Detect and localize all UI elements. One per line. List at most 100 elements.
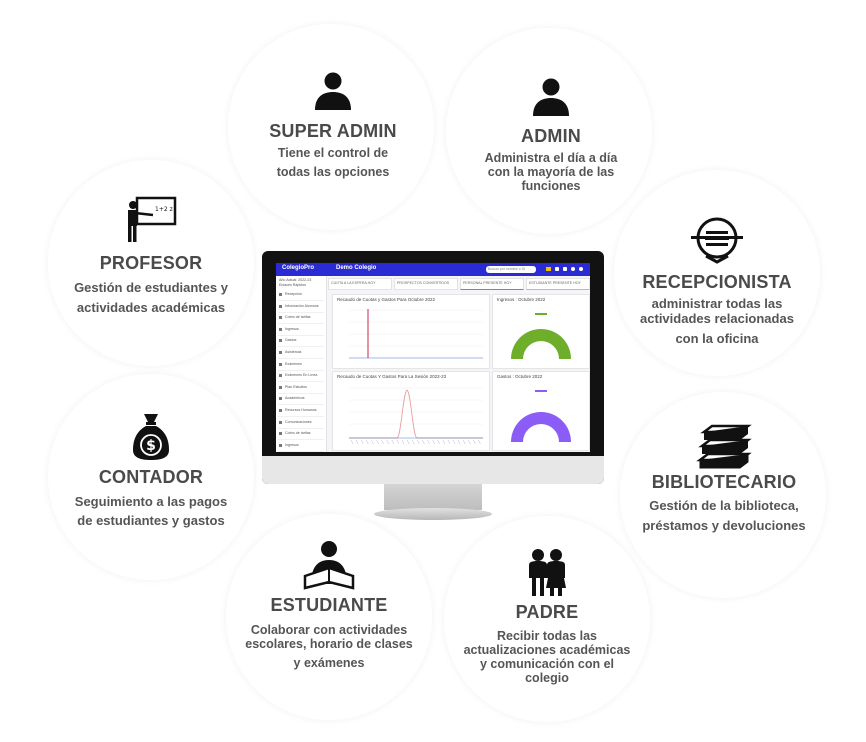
panel-title: Recaudo de Cuotas Y Gastos Para La Sesió… — [337, 374, 447, 379]
stat-label: PERSONAL PRESENTE HOY — [463, 281, 512, 285]
sidebar-item-label: Ingresos — [285, 326, 299, 331]
role-desc-line: escolares, horario de clases — [245, 637, 413, 651]
axis-tick — [366, 439, 369, 445]
message-icon[interactable] — [563, 267, 567, 271]
axis-tick — [437, 439, 440, 445]
circle-recepcionista — [614, 170, 820, 376]
sidebar-item[interactable]: Cobro de tarifas — [278, 314, 324, 325]
sidebar-item-label: Exámenes — [285, 361, 302, 366]
sidebar-item-label: Asistencia — [285, 350, 302, 354]
role-desc-line: Recibir todas las — [496, 629, 598, 643]
role-desc-line: Gestión de estudiantes y — [74, 280, 228, 295]
sidebar-item-icon — [279, 432, 282, 436]
sidebar-item[interactable]: Recepción — [278, 291, 324, 301]
student-reading-icon — [303, 541, 355, 590]
sidebar-item-icon — [279, 327, 282, 331]
sidebar-item[interactable]: Gastos — [278, 337, 324, 348]
stat-card: CUOTA A LA ESPERA HOY — [328, 278, 392, 290]
role-profesor: 1+2 z PROFESOR Gestión de estudiantes y … — [56, 196, 246, 318]
role-desc-line: Administra el día a día — [484, 151, 618, 165]
session-chart — [349, 387, 483, 445]
sidebar-item[interactable]: Recursos Humanos — [278, 407, 324, 417]
sidebar-item-icon — [279, 409, 282, 412]
settings-icon[interactable] — [571, 267, 575, 271]
quick-links[interactable]: Enlaces Rápidos — [279, 283, 306, 287]
sidebar-item-label: Exámenes En Línea — [285, 373, 318, 378]
axis-tick — [406, 439, 410, 445]
axis-tick — [371, 439, 374, 445]
axis-tick — [391, 439, 395, 445]
power-icon[interactable] — [579, 267, 583, 271]
stat-card: PERSONAL PRESENTE HOY — [460, 278, 524, 290]
circle-profesor — [48, 160, 254, 366]
sidebar-item[interactable]: Comunicaciones — [278, 419, 324, 429]
monthly-chart — [349, 309, 483, 359]
expense-gauge-panel: Gastos : Octubre 2022 — [492, 371, 590, 451]
axis-tick — [468, 439, 471, 445]
stat-label: ESTUDIANTE PRESENTE HOY — [529, 281, 581, 285]
sidebar-item-label: Académicos — [285, 396, 305, 401]
sidebar-item-icon — [279, 316, 282, 320]
sidebar-item-label: Comunicaciones — [285, 419, 312, 424]
search-input[interactable]: Buscar por nombre o ID — [486, 266, 536, 273]
monitor-stand-neck — [384, 484, 482, 510]
role-desc-line: préstamos y devoluciones — [642, 518, 806, 533]
axis-tick — [432, 439, 435, 445]
role-title: ESTUDIANTE — [270, 595, 388, 615]
sidebar-item[interactable]: Información Alumnos — [278, 303, 324, 313]
sidebar-item-icon — [279, 385, 282, 389]
axis-tick — [422, 439, 425, 445]
panel-title: Recaudo de Cuotas y Gastos Para Octubre … — [337, 297, 436, 302]
circle-padre — [444, 516, 650, 722]
axis-tick — [360, 439, 364, 445]
axis-tick — [386, 439, 389, 445]
sidebar-item-label: Ingresos — [285, 442, 299, 447]
axis-tick — [447, 439, 451, 445]
role-desc-line: administrar todas las — [651, 296, 783, 311]
sidebar-item-label: Información Alumnos — [285, 303, 319, 308]
fee-expense-month-panel: Recaudo de Cuotas y Gastos Para Octubre … — [332, 294, 490, 369]
sidebar-item-icon — [279, 397, 282, 401]
sidebar-item-icon — [279, 304, 282, 308]
topbar-icons — [546, 266, 584, 273]
sidebar-item[interactable]: Ingresos — [278, 442, 324, 452]
axis-tick — [376, 439, 379, 445]
sidebar-item-icon — [279, 443, 282, 447]
axis-tick — [473, 439, 476, 445]
svg-text:1+2 z: 1+2 z — [155, 206, 173, 213]
role-padre: PADRE Recibir todas las actualizaciones … — [450, 548, 644, 685]
role-desc-line: de estudiantes y gastos — [77, 513, 225, 528]
role-title: RECEPCIONISTA — [642, 272, 792, 292]
school-name: Demo Colegio — [336, 265, 377, 271]
income-gauge — [511, 313, 571, 359]
sidebar-item-icon — [279, 351, 282, 354]
role-desc-line: funciones — [521, 179, 581, 193]
sidebar-item[interactable]: Cobro de tarifas — [278, 430, 324, 441]
panel-title: Gastos : Octubre 2022 — [497, 374, 543, 379]
stats-row: CUOTA A LA ESPERA HOY PROSPECTOS CONVERT… — [328, 278, 590, 290]
money-bag-icon: $ — [133, 414, 169, 460]
sidebar-item[interactable]: Asistencia — [278, 349, 324, 359]
parent-child-icon — [529, 549, 566, 596]
svg-text:$: $ — [146, 438, 156, 454]
notification-icon[interactable] — [555, 267, 559, 271]
circle-super-admin — [228, 24, 434, 230]
reception-icon — [691, 217, 743, 264]
sidebar-item[interactable]: Ingresos — [278, 326, 324, 336]
role-desc-line: Tiene el control de — [277, 146, 389, 160]
dashboard-sidebar: Año Actual: 2022-23 Enlaces Rápidos Rece… — [276, 276, 327, 452]
sidebar-item[interactable]: Exámenes — [278, 361, 324, 371]
axis-tick — [452, 439, 456, 445]
sidebar-item[interactable]: Plan Estudios — [278, 384, 324, 394]
role-desc-line: Gestión de la biblioteca, — [649, 498, 799, 513]
sidebar-item-icon — [279, 339, 282, 343]
flag-icon[interactable] — [546, 267, 551, 271]
role-title: PROFESOR — [99, 253, 203, 273]
role-desc-line: todas las opciones — [276, 165, 390, 179]
sidebar-item-icon — [279, 420, 282, 424]
sidebar-item[interactable]: Académicos — [278, 395, 324, 406]
sidebar-item[interactable]: Exámenes En Línea — [278, 372, 324, 383]
session-year: Año Actual: 2022-23 — [279, 278, 312, 282]
axis-tick — [462, 439, 466, 445]
role-desc-line: con la mayoría de las — [487, 165, 615, 179]
